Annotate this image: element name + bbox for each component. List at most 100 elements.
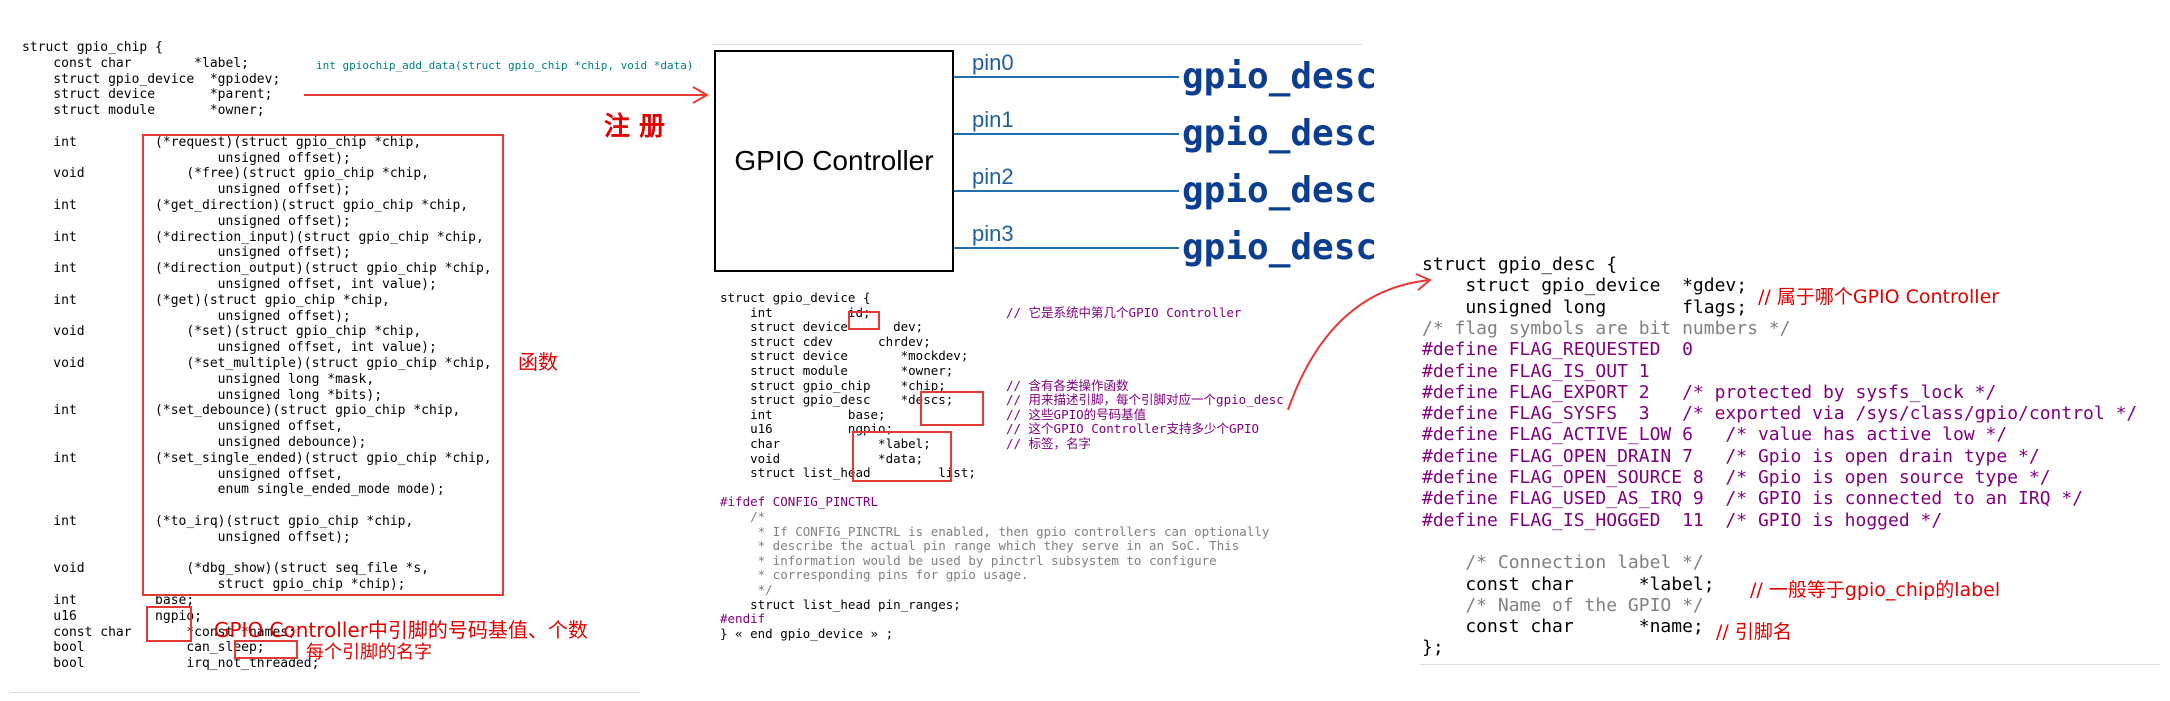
code-line: #define FLAG_SYSFS 3 /* exported via /sy… (1422, 403, 2138, 425)
code-line: int base; // 这些GPIO的号码基值 (720, 406, 1147, 422)
code-line: /* flag symbols are bit numbers */ (1422, 317, 1791, 339)
gpio-chip-struct: struct gpio_chip { const char *label; st… (22, 40, 662, 700)
code-line: #define FLAG_OPEN_DRAIN 7 /* Gpio is ope… (1422, 445, 2040, 467)
gpiochip-add-data-signature: int gpiochip_add_data(struct gpio_chip *… (316, 58, 694, 74)
code-line: int id; // 它是系统中第几个GPIO Controller (720, 304, 1242, 320)
code-line: unsigned long *bits); (22, 387, 383, 403)
code-line: unsigned offset, (22, 419, 343, 435)
code-line: struct gpio_chip *chip; // 含有各类操作函数 (720, 377, 1129, 393)
code-line: unsigned debounce); (22, 435, 367, 450)
code-line: #define FLAG_REQUESTED 0 (1422, 339, 1693, 361)
code-line: void *data; (720, 450, 924, 466)
label-note: // 一般等于gpio_chip的label (1750, 579, 2001, 601)
code-line: struct cdev chrdev; (720, 333, 931, 349)
gpio-desc-label-0: gpio_desc (1182, 56, 1378, 97)
code-line: void (*dbg_show)(struct seq_file *s, (22, 561, 429, 577)
code-line: unsigned offset); (22, 529, 351, 545)
code-line: void (*free)(struct gpio_chip *chip, (22, 166, 429, 182)
code-line: #define FLAG_ACTIVE_LOW 6 /* value has a… (1422, 424, 2008, 446)
code-line: struct device *parent; (22, 87, 273, 103)
code-line: unsigned offset); (22, 245, 351, 261)
code-line: } « end gpio_device » ; (720, 625, 894, 641)
code-line: struct gpio_device *gdev; (1422, 275, 1748, 297)
right-bottom-divider (1420, 664, 2160, 665)
gpio-desc-label-2: gpio_desc (1182, 170, 1378, 211)
base-ngpio-label-box (852, 431, 952, 482)
code-line: bool irq_not_threaded; (22, 656, 320, 672)
base-ngpio-label: GPIO Controller中引脚的号码基值、个数 (214, 618, 588, 642)
code-line: unsigned offset, int value); (22, 340, 437, 356)
name-note: // 引脚名 (1716, 621, 1792, 643)
code-line: struct device dev; (720, 319, 924, 335)
code-line: * If CONFIG_PINCTRL is enabled, then gpi… (720, 523, 1270, 539)
pin2-label: pin2 (972, 164, 1014, 189)
code-line: struct gpio_desc { (1422, 254, 1618, 275)
code-line: struct gpio_device { (720, 290, 871, 305)
code-line: #endif (720, 611, 766, 627)
code-line: #define FLAG_USED_AS_IRQ 9 /* GPIO is co… (1422, 488, 2084, 510)
code-line: int (*request)(struct gpio_chip *chip, (22, 134, 422, 150)
code-line: #define FLAG_EXPORT 2 /* protected by sy… (1422, 381, 1997, 403)
code-line: unsigned offset); (22, 213, 351, 229)
code-line: char *label; // 标签，名字 (720, 436, 1092, 451)
code-line: /* Name of the GPIO */ (1422, 594, 1704, 616)
code-line: unsigned offset); (22, 308, 351, 324)
code-line: struct module *owner; (720, 363, 954, 378)
code-line: const char *name; (1422, 616, 1704, 638)
code-line: int (*get)(struct gpio_chip *chip, (22, 292, 390, 308)
functions-label: 函数 (518, 350, 558, 374)
gpio-controller-label: GPIO Controller (734, 145, 934, 176)
code-line: struct gpio_device *gpiodev; (22, 71, 281, 87)
code-line: const char *const *names; (22, 624, 296, 640)
names-label: 每个引脚的名字 (306, 642, 432, 663)
names-box (234, 640, 298, 659)
code-line: #define FLAG_IS_OUT 1 (1422, 360, 1650, 382)
register-arrow (304, 86, 710, 104)
middle-top-divider (712, 44, 1362, 45)
code-line: void (*set_multiple)(struct gpio_chip *c… (22, 356, 492, 371)
code-line: unsigned offset); (22, 182, 351, 198)
code-line: u16 ngpio; // 这个GPIO Controller支持多少个GPIO (720, 421, 1260, 437)
code-line: const char *label; (1422, 573, 1715, 595)
code-line: const char *label; (22, 55, 249, 71)
gpio-desc-struct: struct gpio_desc { struct gpio_device *g… (1422, 254, 2162, 674)
code-line: struct module *owner; (22, 103, 265, 119)
chip-descs-box (920, 391, 984, 426)
code-line: }; (1422, 637, 1444, 659)
descs-arrow (1287, 273, 1432, 411)
pin0-label: pin0 (972, 50, 1014, 75)
code-line: int (*direction_output)(struct gpio_chip… (22, 261, 492, 277)
code-line: * corresponding pins for gpio usage. (720, 567, 1029, 583)
code-line: /* Connection label */ (1422, 552, 1704, 574)
gpio-desc-label-3: gpio_desc (1182, 227, 1378, 268)
code-line: struct gpio_chip { (22, 40, 163, 55)
gpio-controller-box: GPIO Controller (714, 50, 954, 272)
code-line: struct gpio_chip *chip); (22, 577, 406, 593)
code-line: /* (720, 509, 766, 524)
gdev-note: // 属于哪个GPIO Controller (1758, 286, 2000, 308)
code-line: int (*set_debounce)(struct gpio_chip *ch… (22, 403, 461, 419)
code-line: struct device *mockdev; (720, 348, 969, 364)
code-line: int base; (22, 593, 195, 608)
code-line: unsigned long *mask, (22, 371, 375, 387)
pin-lines (954, 76, 1179, 249)
code-line: struct gpio_desc *descs; // 用来描述引脚，每个引脚对… (720, 392, 1284, 408)
add-data-sig-text: int gpiochip_add_data(struct gpio_chip *… (316, 59, 694, 72)
code-line: * information would be used by pinctrl s… (720, 552, 1217, 568)
code-line: int (*set_single_ended)(struct gpio_chip… (22, 450, 492, 466)
gpio-desc-label-1: gpio_desc (1182, 113, 1378, 154)
code-line: int (*to_irq)(struct gpio_chip *chip, (22, 514, 414, 529)
code-line: int (*get_direction)(struct gpio_chip *c… (22, 198, 469, 213)
id-box (848, 311, 880, 330)
code-line: void (*set)(struct gpio_chip *chip, (22, 324, 422, 340)
code-line: struct list_head pin_ranges; (720, 596, 961, 612)
pin1-label: pin1 (972, 107, 1014, 132)
code-line: */ (720, 582, 773, 597)
code-line: #ifdef CONFIG_PINCTRL (720, 494, 879, 510)
code-line: unsigned long flags; (1422, 296, 1748, 318)
code-line: #define FLAG_OPEN_SOURCE 8 /* Gpio is op… (1422, 467, 2051, 488)
code-line: enum single_ended_mode mode); (22, 482, 445, 498)
left-bottom-divider (10, 692, 640, 693)
base-ngpio-box (146, 606, 192, 642)
code-line: #define FLAG_IS_HOGGED 11 /* GPIO is hog… (1422, 509, 1943, 531)
